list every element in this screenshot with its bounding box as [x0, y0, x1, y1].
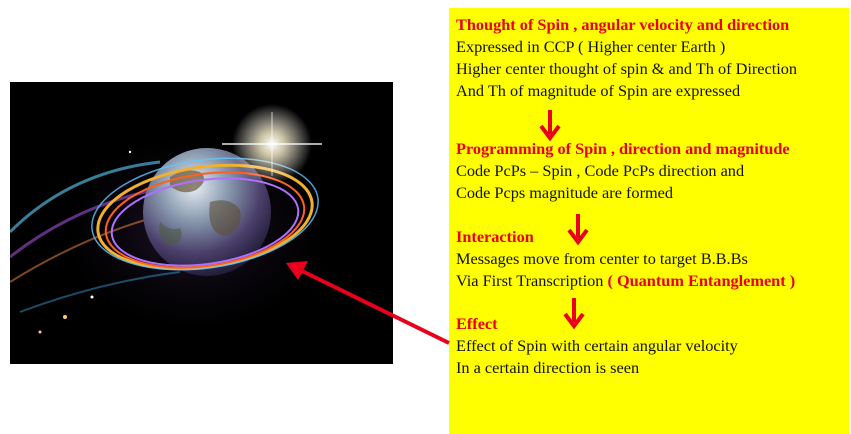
programming-line-1: Code PcPs – Spin , Code PcPs direction a…	[456, 161, 745, 180]
thought-line-3: And Th of magnitude of Spin are expresse…	[456, 81, 741, 100]
programming-line-2: Code Pcps magnitude are formed	[456, 183, 674, 202]
interaction-line-2-text: Via First Transcription	[456, 271, 608, 290]
down-arrow-icon	[563, 298, 585, 330]
text-panel: Thought of Spin , angular velocity and d…	[449, 8, 849, 434]
earth-image	[10, 82, 393, 364]
effect-line-2: In a certain direction is seen	[456, 358, 640, 377]
quantum-entanglement-highlight: ( Quantum Entanglement )	[607, 271, 796, 290]
thought-line-2: Higher center thought of spin & and Th o…	[456, 59, 798, 78]
heading-effect: Effect	[456, 314, 498, 333]
down-arrow-icon	[567, 214, 589, 246]
effect-line-1: Effect of Spin with certain angular velo…	[456, 336, 738, 355]
thought-line-1: Expressed in CCP ( Higher center Earth )	[456, 37, 726, 56]
heading-interaction: Interaction	[456, 227, 534, 246]
heading-thought: Thought of Spin , angular velocity and d…	[456, 15, 790, 34]
down-arrow-icon	[539, 110, 561, 142]
interaction-line-2: Via First Transcription ( Quantum Entang…	[456, 270, 849, 292]
interaction-line-1: Messages move from center to target B.B.…	[456, 249, 748, 268]
heading-programming: Programming of Spin , direction and magn…	[456, 139, 790, 158]
